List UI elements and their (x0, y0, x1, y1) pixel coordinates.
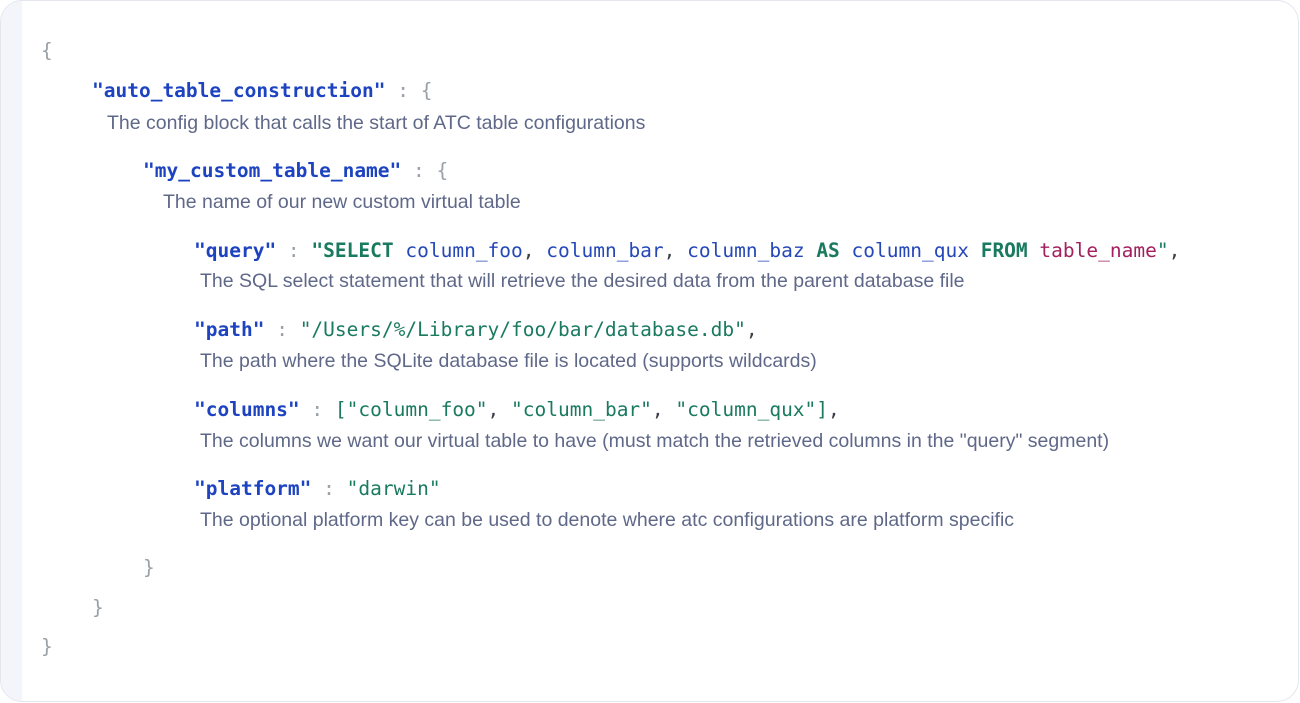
atc-line: "auto_table_construction" : { (92, 79, 433, 102)
table-name-token: table_name (1039, 239, 1157, 262)
table-key: "my_custom_table_name" (143, 159, 402, 182)
atc-description: The config block that calls the start of… (107, 112, 646, 134)
columns-key: "columns" (194, 398, 300, 421)
select-keyword: SELECT (323, 239, 394, 262)
platform-key: "platform" (194, 477, 312, 500)
atc-key: "auto_table_construction" (92, 79, 386, 102)
platform-line: "platform" : "darwin" (194, 477, 441, 500)
table-close-brace: } (143, 556, 155, 579)
columns-item: "column_bar" (511, 398, 652, 421)
table-line: "my_custom_table_name" : { (143, 159, 449, 182)
query-key: "query" (194, 239, 277, 262)
columns-line: "columns" : ["column_foo", "column_bar",… (194, 398, 840, 421)
root-close-brace: } (41, 635, 53, 658)
as-keyword: AS (816, 239, 840, 262)
from-keyword: FROM (980, 239, 1028, 262)
path-line: "path" : "/Users/%/Library/foo/bar/datab… (194, 318, 758, 341)
query-line: "query" : "SELECT column_foo, column_bar… (194, 239, 1181, 262)
root-open-brace: { (41, 39, 53, 62)
table-description: The name of our new custom virtual table (163, 191, 521, 213)
path-value: "/Users/%/Library/foo/bar/database.db" (299, 318, 746, 341)
columns-item: "column_foo" (346, 398, 488, 421)
platform-description: The optional platform key can be used to… (200, 509, 1015, 531)
columns-description: The columns we want our virtual table to… (200, 430, 1110, 452)
path-key: "path" (194, 318, 265, 341)
columns-item: "column_qux" (675, 398, 817, 421)
platform-value: "darwin" (346, 477, 441, 500)
left-gutter (1, 1, 22, 701)
path-description: The path where the SQLite database file … (200, 350, 817, 372)
query-description: The SQL select statement that will retri… (200, 270, 965, 292)
atc-close-brace: } (92, 596, 104, 619)
